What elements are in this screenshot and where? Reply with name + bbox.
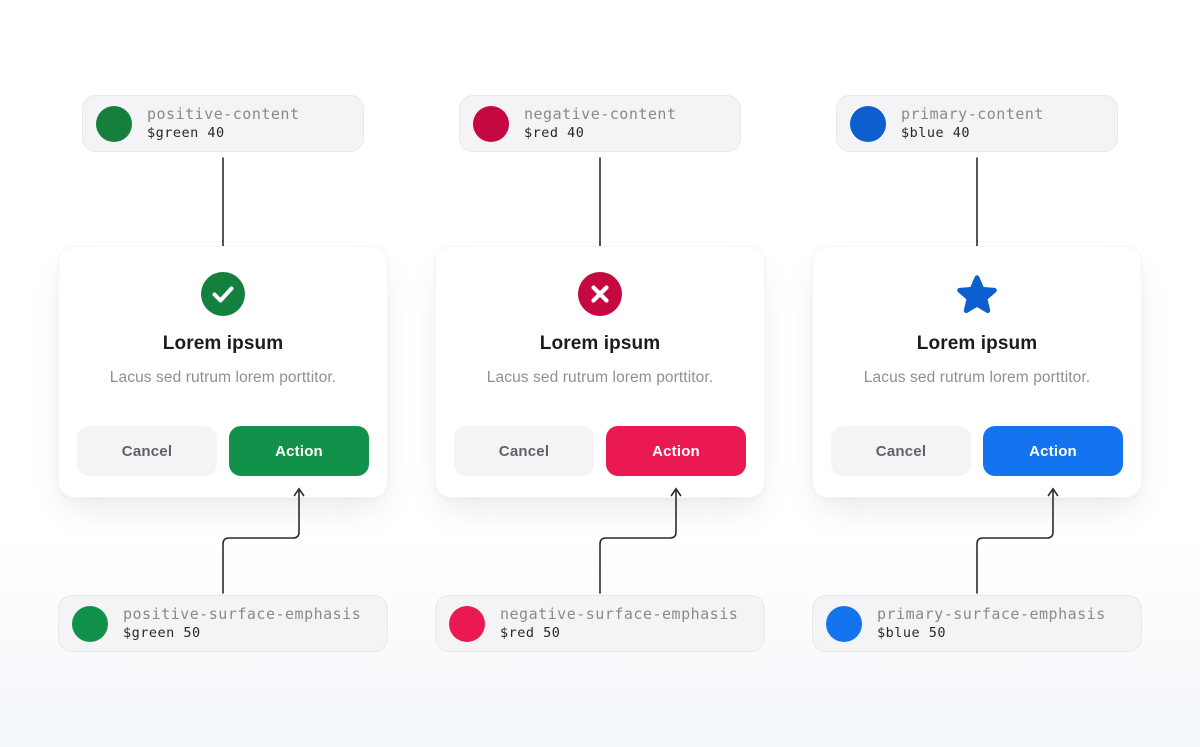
arrow-elbow-icon [222,487,305,594]
card-description: Lacus sed rutrum lorem porttitor. [486,369,714,386]
token-swatch [473,105,509,142]
token-name: primary-content [901,105,1044,123]
star-icon [957,275,997,314]
token-value: $red 40 [524,125,585,141]
token-chip-positive-surface-emphasis: positive-surface-emphasis $green 50 [58,595,388,652]
token-value: $blue 50 [877,625,947,641]
action-button[interactable]: Action [606,426,746,476]
cancel-button[interactable]: Cancel [454,426,594,476]
token-chip-negative-content: negative-content $red 40 [459,95,741,152]
token-swatch [96,105,132,142]
token-name: positive-content [147,105,300,123]
dialog-card-positive: Lorem ipsum Lacus sed rutrum lorem portt… [58,246,388,498]
cancel-button[interactable]: Cancel [831,426,971,476]
token-value: $green 40 [147,125,225,141]
card-title: Lorem ipsum [539,333,661,354]
card-title: Lorem ipsum [916,333,1038,354]
arrow-elbow-icon [599,487,682,594]
dialog-card-primary: Lorem ipsum Lacus sed rutrum lorem portt… [812,246,1142,498]
token-value: $green 50 [123,625,201,641]
token-value: $blue 40 [901,125,971,141]
dialog-card-negative: Lorem ipsum Lacus sed rutrum lorem portt… [435,246,765,498]
action-button[interactable]: Action [983,426,1123,476]
token-swatch [449,605,485,642]
token-name: positive-surface-emphasis [123,605,362,623]
column-primary: primary-content $blue 40 Lorem ipsum Lac… [812,0,1142,747]
card-title: Lorem ipsum [162,333,284,354]
check-circle-icon [201,272,245,316]
token-swatch [826,605,862,642]
card-description: Lacus sed rutrum lorem porttitor. [863,369,1091,386]
token-value: $red 50 [500,625,561,641]
token-name: negative-content [524,105,677,123]
arrow-elbow-icon [976,487,1059,594]
action-button[interactable]: Action [229,426,369,476]
card-description: Lacus sed rutrum lorem porttitor. [109,369,337,386]
x-circle-icon [578,272,622,316]
token-name: primary-surface-emphasis [877,605,1106,623]
token-swatch [72,605,108,642]
token-swatch [850,105,886,142]
column-positive: positive-content $green 40 Lorem ipsum L… [58,0,388,747]
token-chip-negative-surface-emphasis: negative-surface-emphasis $red 50 [435,595,765,652]
token-chip-positive-content: positive-content $green 40 [82,95,364,152]
cancel-button[interactable]: Cancel [77,426,217,476]
token-name: negative-surface-emphasis [500,605,739,623]
token-chip-primary-content: primary-content $blue 40 [836,95,1118,152]
token-diagram: positive-content $green 40 Lorem ipsum L… [58,0,1142,747]
token-chip-primary-surface-emphasis: primary-surface-emphasis $blue 50 [812,595,1142,652]
column-negative: negative-content $red 40 Lorem ipsum Lac… [435,0,765,747]
